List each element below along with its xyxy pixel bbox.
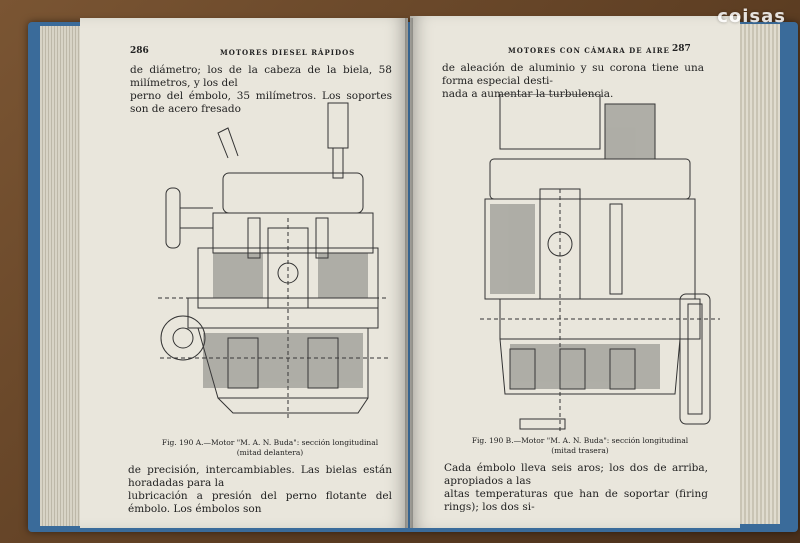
watermark-logo: coisas — [717, 6, 786, 27]
top-paragraph: de diámetro; los de la cabeza de la biel… — [130, 64, 392, 116]
text-line: perno del émbolo, 35 milímetros. Los sop… — [130, 90, 392, 115]
caption-line: (mitad trasera) — [551, 446, 609, 455]
left-page: 286 MOTORES DIESEL RÁPIDOS de diámetro; … — [80, 18, 408, 528]
book-gutter — [405, 18, 413, 528]
bottom-paragraph: Cada émbolo lleva seis aros; los dos de … — [444, 462, 708, 514]
caption-line: Fig. 190 A.—Motor "M. A. N. Buda": secci… — [161, 438, 379, 447]
text-line: Cada émbolo lleva seis aros; los dos de … — [444, 462, 708, 487]
right-page: MOTORES CON CÁMARA DE AIRE 287 de aleaci… — [410, 16, 740, 528]
running-head: MOTORES CON CÁMARA DE AIRE — [508, 46, 670, 55]
page-number: 286 — [130, 46, 149, 56]
engine-cross-section-front — [158, 102, 388, 418]
caption-line: Fig. 190 B.—Motor "M. A. N. Buda": secci… — [471, 436, 689, 445]
engine-cross-section-rear — [480, 94, 720, 434]
text-line: altas temperaturas que han de soportar (… — [444, 488, 708, 513]
caption-line: (mitad delantera) — [236, 448, 304, 457]
text-line: de aleación de aluminio y su corona tien… — [442, 62, 704, 87]
text-line: de diámetro; los de la cabeza de la biel… — [130, 64, 392, 89]
figure-caption: Fig. 190 B.—Motor "M. A. N. Buda": secci… — [450, 436, 710, 456]
bottom-paragraph: de precisión, intercambiables. Las biela… — [128, 464, 392, 516]
figure-caption: Fig. 190 A.—Motor "M. A. N. Buda": secci… — [150, 438, 390, 458]
text-line: de precisión, intercambiables. Las biela… — [128, 464, 392, 489]
page-number: 287 — [672, 44, 691, 54]
text-line: lubricación a presión del perno flotante… — [128, 490, 392, 515]
running-head: MOTORES DIESEL RÁPIDOS — [220, 48, 356, 57]
